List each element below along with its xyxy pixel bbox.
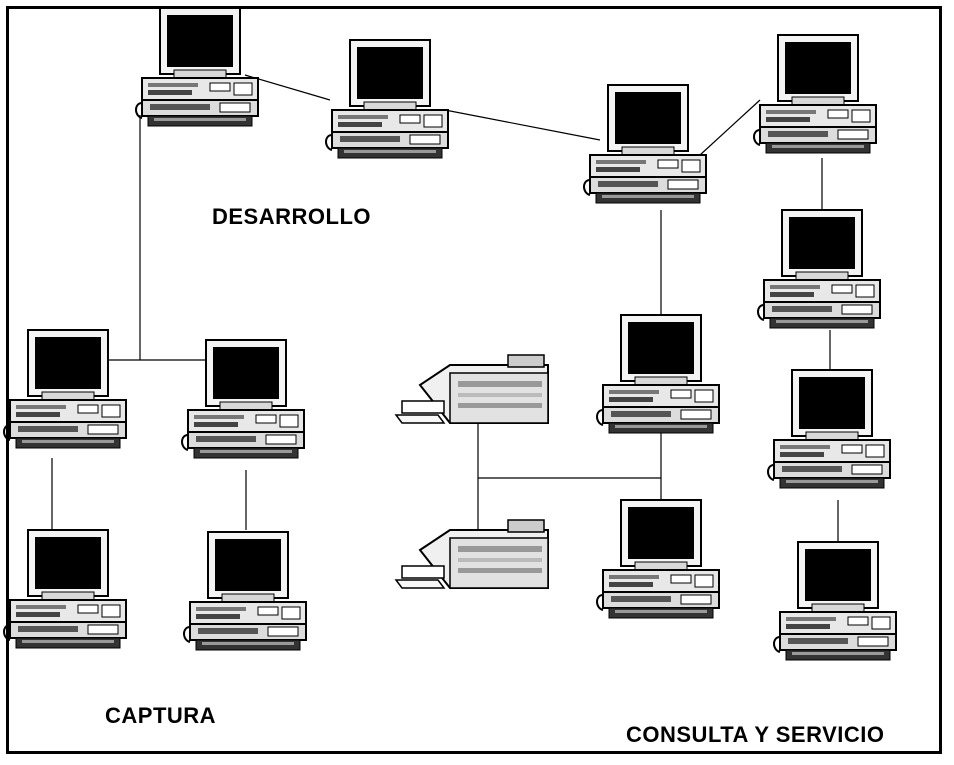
computer-right-3 — [767, 369, 891, 489]
link-desarrollo-1-2 — [244, 74, 331, 101]
computer-consulta-bottom — [596, 499, 720, 619]
computer-captura-4 — [183, 531, 307, 651]
link-desarrollo-2-consulta-top — [444, 109, 601, 141]
computer-desarrollo-2 — [325, 39, 449, 159]
computer-consulta-top — [583, 84, 707, 204]
printer-1 — [395, 354, 549, 424]
computer-captura-3 — [3, 529, 127, 649]
network-connections — [51, 74, 839, 545]
computer-consulta-top-right — [753, 34, 877, 154]
zone-label-consulta: CONSULTA Y SERVICIO — [626, 722, 885, 747]
computer-captura-1 — [3, 329, 127, 449]
computer-captura-2 — [181, 339, 305, 459]
computer-consulta-mid — [596, 314, 720, 434]
computer-right-4 — [773, 541, 897, 661]
zone-label-captura: CAPTURA — [105, 703, 217, 728]
computer-right-2 — [757, 209, 881, 329]
computer-desarrollo-1 — [135, 7, 259, 127]
link-consulta-top-right — [699, 99, 761, 156]
printer-2 — [395, 519, 549, 589]
zone-label-desarrollo: DESARROLLO — [212, 204, 371, 229]
